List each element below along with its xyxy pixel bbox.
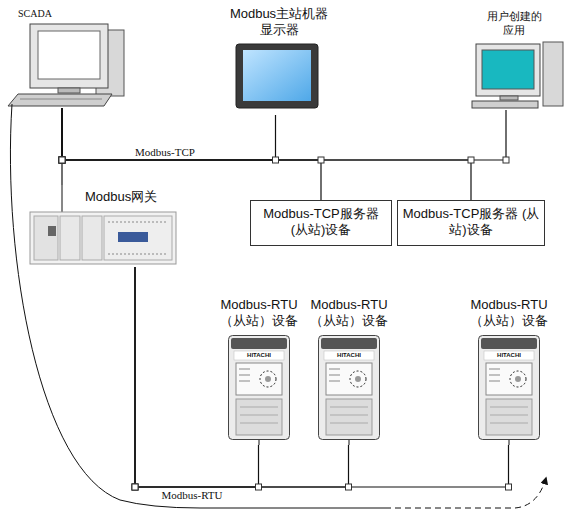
device-node: 用户创建的 应用 [462,8,566,110]
rtu-drives [229,336,540,446]
gateway-plc [30,185,176,264]
device-label: Modbus-TCP服务器 (从站)设备 [402,206,540,239]
device-label: Modbus-TCP服务器 (从站)设备 [255,206,387,239]
bus-junction [59,157,65,163]
hmi-display [236,44,318,108]
device-node: SCADA [2,6,131,108]
bus-junction [132,484,138,490]
bus-junction [318,157,324,163]
network-cable [61,108,62,185]
network-cable [62,108,506,160]
device-label: Modbus-RTU （从站）设备 [470,297,549,330]
bus-junction [132,484,138,490]
bus-junction [132,484,138,490]
device-label: 用户创建的 应用 [483,10,545,38]
bus-junction [273,157,279,163]
device-label: SCADA [18,8,127,21]
brand-logo: HITACHI [497,352,521,359]
bus-junction [256,484,262,490]
bus-junction [503,157,509,163]
bus-junction [59,157,65,163]
bus-junction [59,157,65,163]
user-pc [472,42,563,108]
network-cable [135,267,509,487]
bus-junction [346,484,352,490]
bus-junction [468,157,474,163]
device-label: Modbus-RTU （从站）设备 [220,297,299,330]
server-box: Modbus-TCP服务器 (从站)设备 [397,200,545,246]
bus-junction [59,157,65,163]
bus-name: Modbus-RTU [161,489,222,501]
device-node: Modbus网关 [30,185,179,267]
bus-junction [506,484,512,490]
bus-junction [59,157,65,163]
server-box: Modbus-TCP服务器 (从站)设备 [250,200,392,246]
bus-junction [59,157,65,163]
device-node: Modbus主站机器 显示器 [226,4,333,115]
serial-cable-continuation [385,478,546,508]
brand-logo: HITACHI [337,352,361,359]
network-cable [62,108,321,200]
device-node: Modbus-RTU （从站）设备 [466,295,553,445]
bus-name: Modbus-TCP [135,146,195,158]
device-label: Modbus网关 [85,189,175,205]
scada-computer [8,24,124,106]
device-label: Modbus-RTU （从站）设备 [310,297,389,330]
device-node: Modbus-RTU （从站）设备 [306,295,393,445]
network-cable [62,108,471,200]
network-cable [62,108,276,160]
device-label: Modbus主站机器 显示器 [230,6,329,39]
brand-logo: HITACHI [247,352,271,359]
device-node: Modbus-RTU （从站）设备 [216,295,303,445]
